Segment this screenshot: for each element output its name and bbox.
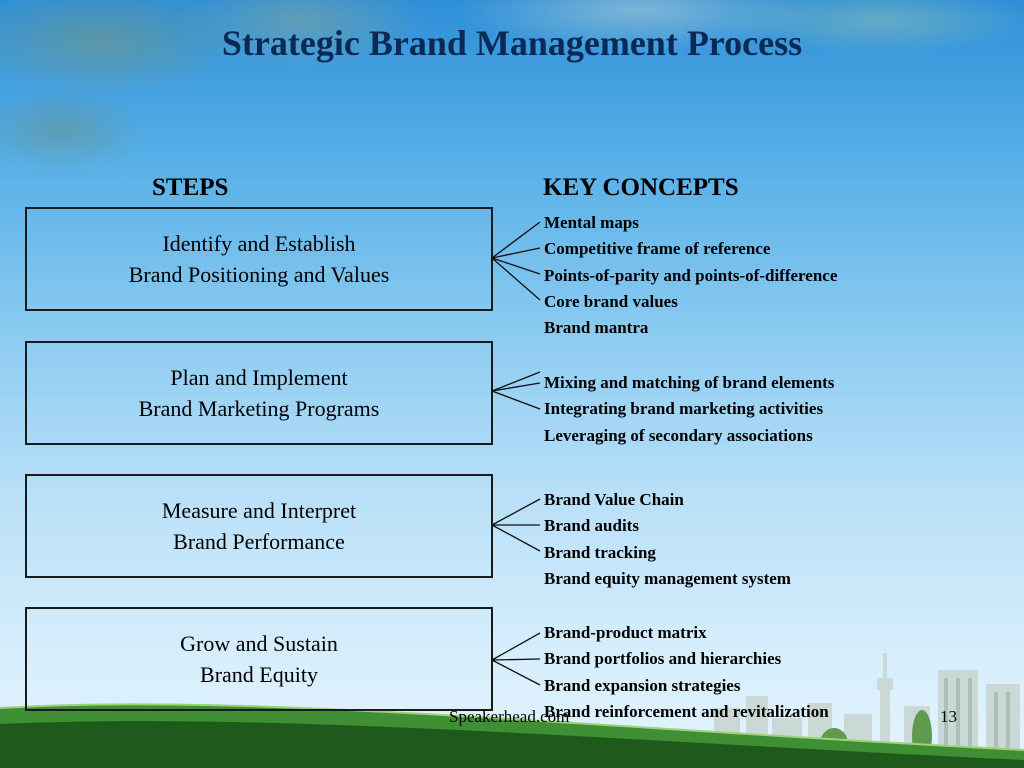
connector-line xyxy=(491,658,541,661)
step-box-positioning: Identify and Establish Brand Positioning… xyxy=(25,207,493,311)
connector-line xyxy=(491,382,541,392)
concept-item: Leveraging of secondary associations xyxy=(544,425,813,445)
connector-line xyxy=(491,257,541,275)
step-label-line1: Measure and Interpret xyxy=(161,498,357,523)
concepts-group-positioning: Mental maps Competitive frame of referen… xyxy=(544,210,837,341)
steps-heading: STEPS xyxy=(152,174,229,201)
step-label-line1: Grow and Sustain xyxy=(180,631,338,656)
concept-item: Brand expansion strategies xyxy=(544,675,741,695)
step-label-line2: Brand Performance xyxy=(173,529,345,554)
concept-item: Brand reinforcement and revitalization xyxy=(544,701,829,721)
step-label-line2: Brand Marketing Programs xyxy=(138,396,380,421)
concept-item: Brand equity management system xyxy=(544,568,791,588)
connector-line xyxy=(491,247,541,259)
concept-item: Points-of-parity and points-of-differenc… xyxy=(544,265,838,285)
step-box-performance: Measure and Interpret Brand Performance xyxy=(25,474,493,578)
concept-item: Core brand values xyxy=(544,291,678,311)
step-label-line2: Brand Equity xyxy=(200,662,318,687)
connector-line xyxy=(491,524,541,552)
concepts-group-brand-equity: Brand-product matrix Brand portfolios an… xyxy=(544,620,829,725)
concept-item: Mixing and matching of brand elements xyxy=(544,373,835,392)
concept-item: Competitive frame of reference xyxy=(544,239,771,259)
connector-line xyxy=(491,498,541,526)
connector-line xyxy=(491,659,541,686)
concept-item: Brand Value Chain xyxy=(544,490,684,509)
connector-line xyxy=(491,371,541,392)
background-foliage xyxy=(0,0,1024,170)
concept-item: Brand tracking xyxy=(544,542,656,562)
concept-item: Brand portfolios and hierarchies xyxy=(544,649,782,669)
step-box-marketing-programs: Plan and Implement Brand Marketing Progr… xyxy=(25,341,493,445)
connector-line xyxy=(491,632,541,661)
connector-line xyxy=(491,257,541,301)
step-label-line1: Identify and Establish xyxy=(162,231,356,256)
page-number: 13 xyxy=(940,707,957,726)
concepts-group-marketing-programs: Mixing and matching of brand elements In… xyxy=(544,370,834,449)
concept-item: Integrating brand marketing activities xyxy=(544,399,824,419)
concept-item: Brand audits xyxy=(544,516,639,536)
footer-source: Speakerhead.com xyxy=(449,707,570,726)
concept-item: Brand-product matrix xyxy=(544,623,707,642)
step-label-line2: Brand Positioning and Values xyxy=(128,262,390,287)
concepts-group-performance: Brand Value Chain Brand audits Brand tra… xyxy=(544,487,791,592)
step-label-line1: Plan and Implement xyxy=(170,365,348,390)
key-concepts-heading: KEY CONCEPTS xyxy=(543,174,739,201)
concept-item: Brand mantra xyxy=(544,318,649,338)
concept-item: Mental maps xyxy=(544,213,639,232)
bottom-green-swoosh xyxy=(0,703,1024,768)
connector-line xyxy=(491,390,541,410)
step-box-brand-equity: Grow and Sustain Brand Equity xyxy=(25,607,493,711)
slide-title: Strategic Brand Management Process xyxy=(221,23,803,63)
connector-line xyxy=(491,221,541,259)
